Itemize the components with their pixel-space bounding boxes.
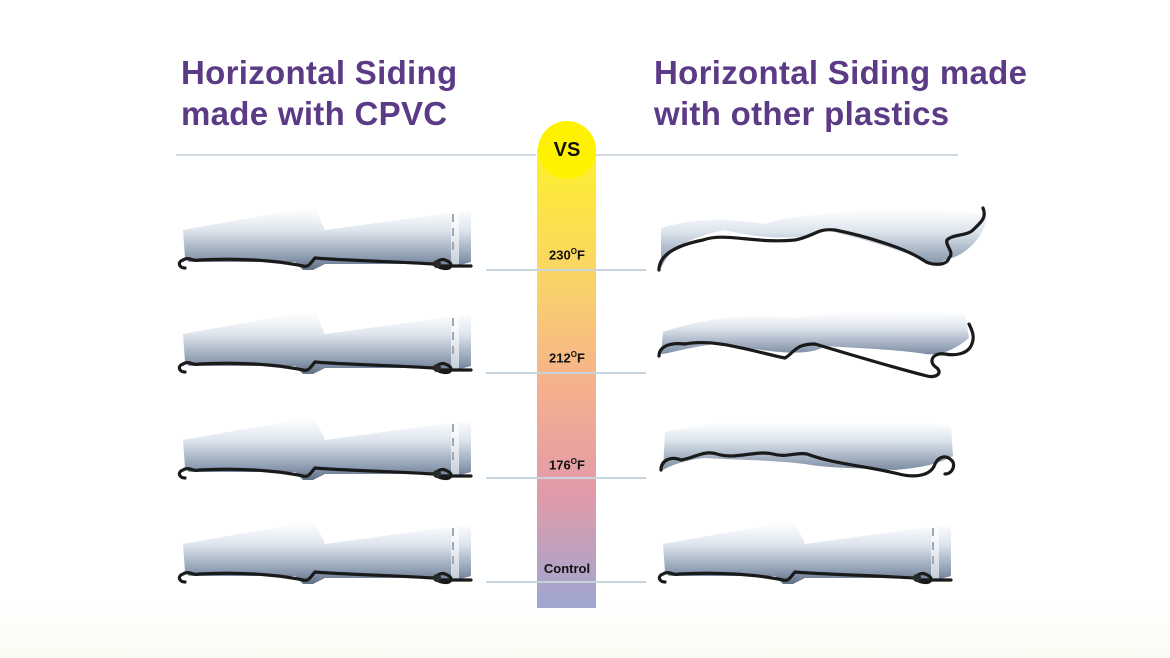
tick-176 — [486, 477, 646, 479]
other-panel-176 — [655, 410, 956, 500]
tick-230 — [486, 269, 646, 271]
siding-panel-warped-icon — [657, 311, 975, 379]
temp-label-230: 230OF — [549, 247, 585, 263]
left-divider — [176, 154, 536, 156]
other-plastics-heading: Horizontal Siding made with other plasti… — [654, 52, 1027, 134]
siding-panel-straight-icon — [177, 416, 473, 482]
temperature-scale-bar — [537, 148, 596, 608]
cpvc-heading-line2: made with CPVC — [181, 95, 448, 132]
temp-label-212: 212OF — [549, 350, 585, 366]
siding-panel-warped-icon — [659, 421, 956, 478]
other-heading-line1: Horizontal Siding made — [654, 54, 1028, 91]
cpvc-heading: Horizontal Siding made with CPVC — [181, 52, 457, 134]
temp-label-176: 176OF — [549, 457, 585, 473]
other-panel-230 — [655, 200, 987, 290]
floor-glow — [0, 600, 1170, 658]
other-panel-212 — [655, 304, 975, 394]
siding-panel-straight-icon — [177, 520, 473, 586]
vs-badge: VS — [538, 121, 596, 179]
other-panel-control — [655, 514, 955, 604]
siding-panel-warped-icon — [657, 520, 953, 586]
vs-label: VS — [553, 138, 581, 161]
siding-panel-warped-icon — [657, 206, 987, 272]
siding-panel-straight-icon — [177, 310, 473, 376]
cpvc-panel-230 — [175, 200, 475, 290]
cpvc-panel-212 — [175, 304, 475, 394]
tick-control — [486, 581, 646, 583]
cpvc-heading-line1: Horizontal Siding — [181, 54, 458, 91]
siding-panel-straight-icon — [177, 206, 473, 272]
cpvc-panel-control — [175, 514, 475, 604]
tick-212 — [486, 372, 646, 374]
other-heading-line2: with other plastics — [654, 95, 950, 132]
temp-label-control: Control — [543, 561, 591, 576]
cpvc-panel-176 — [175, 410, 475, 500]
right-divider — [596, 154, 958, 156]
